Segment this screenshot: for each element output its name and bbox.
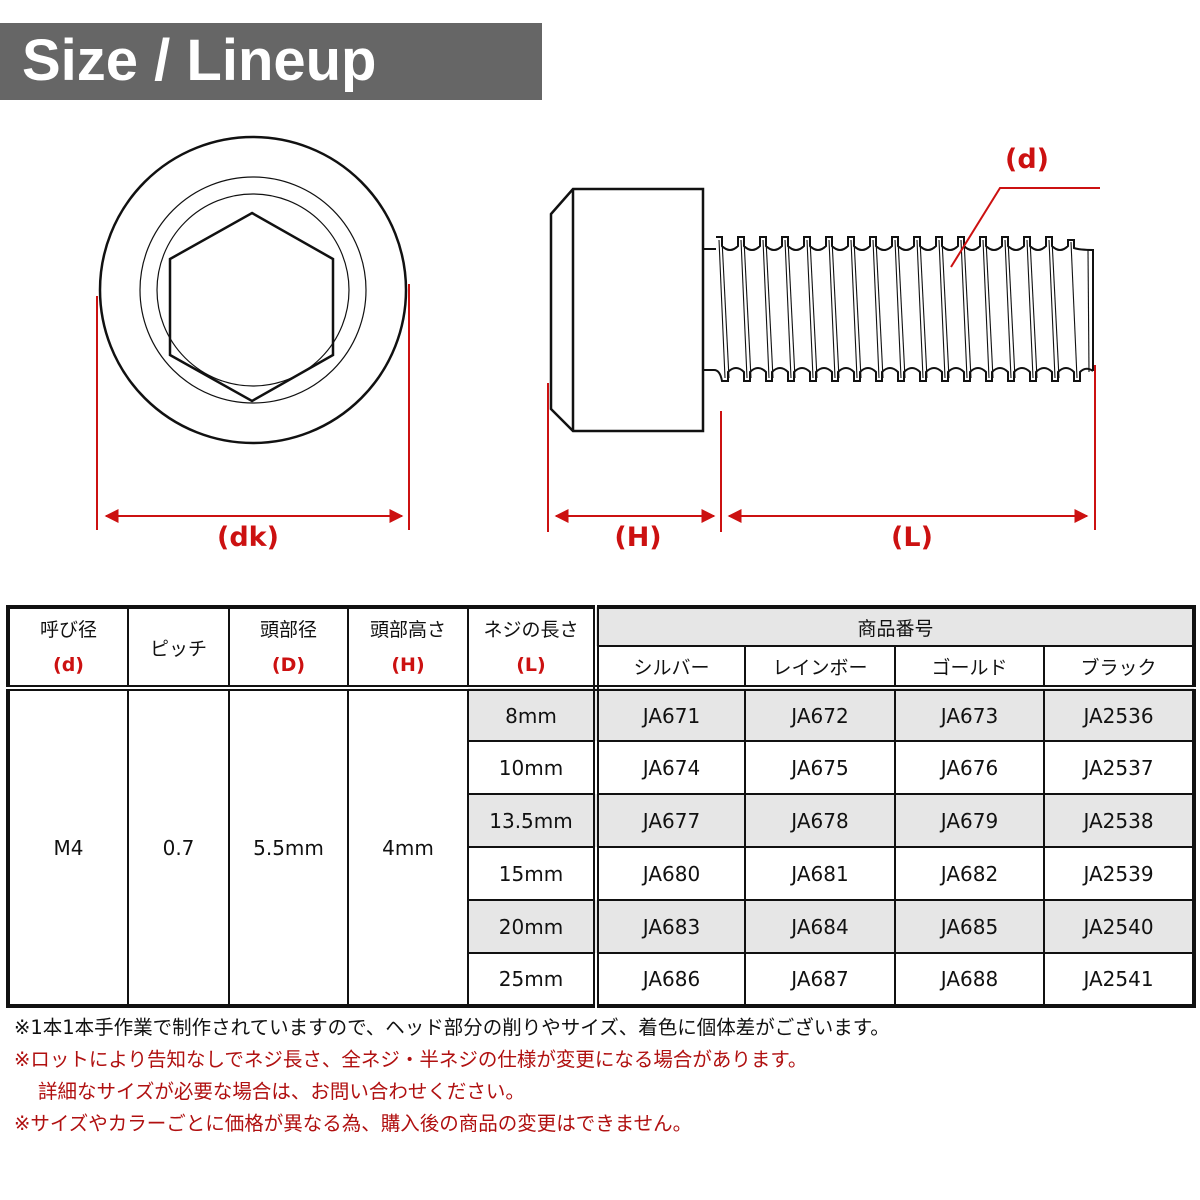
cell-length: 20mm <box>467 899 599 954</box>
head-side-view <box>549 187 705 433</box>
note-handmade: ※1本1本手作業で制作されていますので、ヘッド部分の削りやサイズ、着色に個体差が… <box>14 1016 890 1039</box>
dk-dimension <box>96 284 410 530</box>
cell-head-diameter: 5.5mm <box>228 687 349 1007</box>
table-row: 20mm JA683 JA684 JA685 JA2540 <box>8 899 1196 954</box>
d-leader-line <box>950 187 1100 268</box>
cell-code: JA674 <box>595 740 746 795</box>
cell-length: 10mm <box>467 740 599 795</box>
table-row: 13.5mm JA677 JA678 JA679 JA2538 <box>8 793 1196 848</box>
cell-code: JA673 <box>894 687 1045 742</box>
cell-code: JA677 <box>595 793 746 848</box>
header-color-rainbow: レインボー <box>744 645 896 691</box>
cell-code: JA2539 <box>1042 846 1196 901</box>
cell-code: JA687 <box>744 952 896 1007</box>
bolt-diagram: (dk) (H) (L) (d) <box>0 100 1200 600</box>
cell-code: JA682 <box>894 846 1045 901</box>
cell-length: 8mm <box>467 687 599 742</box>
cell-pitch: 0.7 <box>127 687 230 1007</box>
d-label: (d) <box>1004 144 1050 175</box>
cell-code: JA680 <box>595 846 746 901</box>
header-color-silver: シルバー <box>595 645 746 691</box>
note-contact: 詳細なサイズが必要な場合は、お問い合わせください。 <box>38 1080 525 1103</box>
section-banner: Size / Lineup <box>0 23 542 100</box>
cell-code: JA2541 <box>1042 952 1196 1007</box>
cell-code: JA684 <box>744 899 896 954</box>
header-product-number: 商品番号 <box>594 606 1196 647</box>
cell-code: JA688 <box>894 952 1045 1007</box>
cell-code: JA2540 <box>1042 899 1196 954</box>
cell-code: JA685 <box>894 899 1045 954</box>
cell-head-height: 4mm <box>347 687 469 1007</box>
cell-code: JA671 <box>595 687 746 742</box>
footnotes: ※1本1本手作業で制作されていますので、ヘッド部分の削りやサイズ、着色に個体差が… <box>14 1012 1194 1140</box>
table-row: 10mm JA674 JA675 JA676 JA2537 <box>8 740 1196 795</box>
table-row: 25mm JA686 JA687 JA688 JA2541 <box>8 952 1196 1007</box>
header-nominal: 呼び径 (d) <box>7 606 129 691</box>
note-spec-change: ※ロットにより告知なしでネジ長さ、全ネジ・半ネジの仕様が変更になる場合があります… <box>14 1048 808 1071</box>
table-row: M4 0.7 5.5mm 4mm 8mm JA671 JA672 JA673 J… <box>7 687 1196 1007</box>
header-pitch: ピッチ <box>127 606 230 691</box>
cell-code: JA2537 <box>1042 740 1196 795</box>
note-no-exchange: ※サイズやカラーごとに価格が異なる為、購入後の商品の変更はできません。 <box>14 1112 693 1135</box>
cell-length: 15mm <box>467 846 599 901</box>
size-lineup-table: 呼び径 (d) ピッチ 頭部径 (D) 頭部高さ (H) ネジの長さ (L) 商… <box>6 605 1197 1008</box>
dk-label: (dk) <box>217 522 279 553</box>
cell-length: 25mm <box>467 952 599 1007</box>
threaded-shank <box>703 236 1094 382</box>
cell-nominal: M4 <box>7 687 129 1007</box>
cell-code: JA2538 <box>1042 793 1196 848</box>
header-length: ネジの長さ (L) <box>467 606 599 691</box>
cell-code: JA675 <box>744 740 896 795</box>
l-label: (L) <box>891 522 933 553</box>
header-head-height: 頭部高さ (H) <box>347 606 469 691</box>
cell-code: JA686 <box>595 952 746 1007</box>
cell-length: 13.5mm <box>467 793 599 848</box>
cell-code: JA2536 <box>1042 687 1196 742</box>
cell-code: JA678 <box>744 793 896 848</box>
header-head-diameter: 頭部径 (D) <box>228 606 349 691</box>
cell-code: JA679 <box>894 793 1045 848</box>
table-row: 15mm JA680 JA681 JA682 JA2539 <box>8 846 1196 901</box>
header-color-gold: ゴールド <box>894 645 1045 691</box>
head-top-view <box>98 135 408 445</box>
bolt-drawing-svg <box>96 135 1100 532</box>
h-label: (H) <box>614 522 662 553</box>
header-color-black: ブラック <box>1042 645 1196 691</box>
cell-code: JA683 <box>595 899 746 954</box>
cell-code: JA681 <box>744 846 896 901</box>
section-title: Size / Lineup <box>22 28 377 93</box>
cell-code: JA672 <box>744 687 896 742</box>
h-l-dimensions <box>547 365 1096 532</box>
cell-code: JA676 <box>894 740 1045 795</box>
